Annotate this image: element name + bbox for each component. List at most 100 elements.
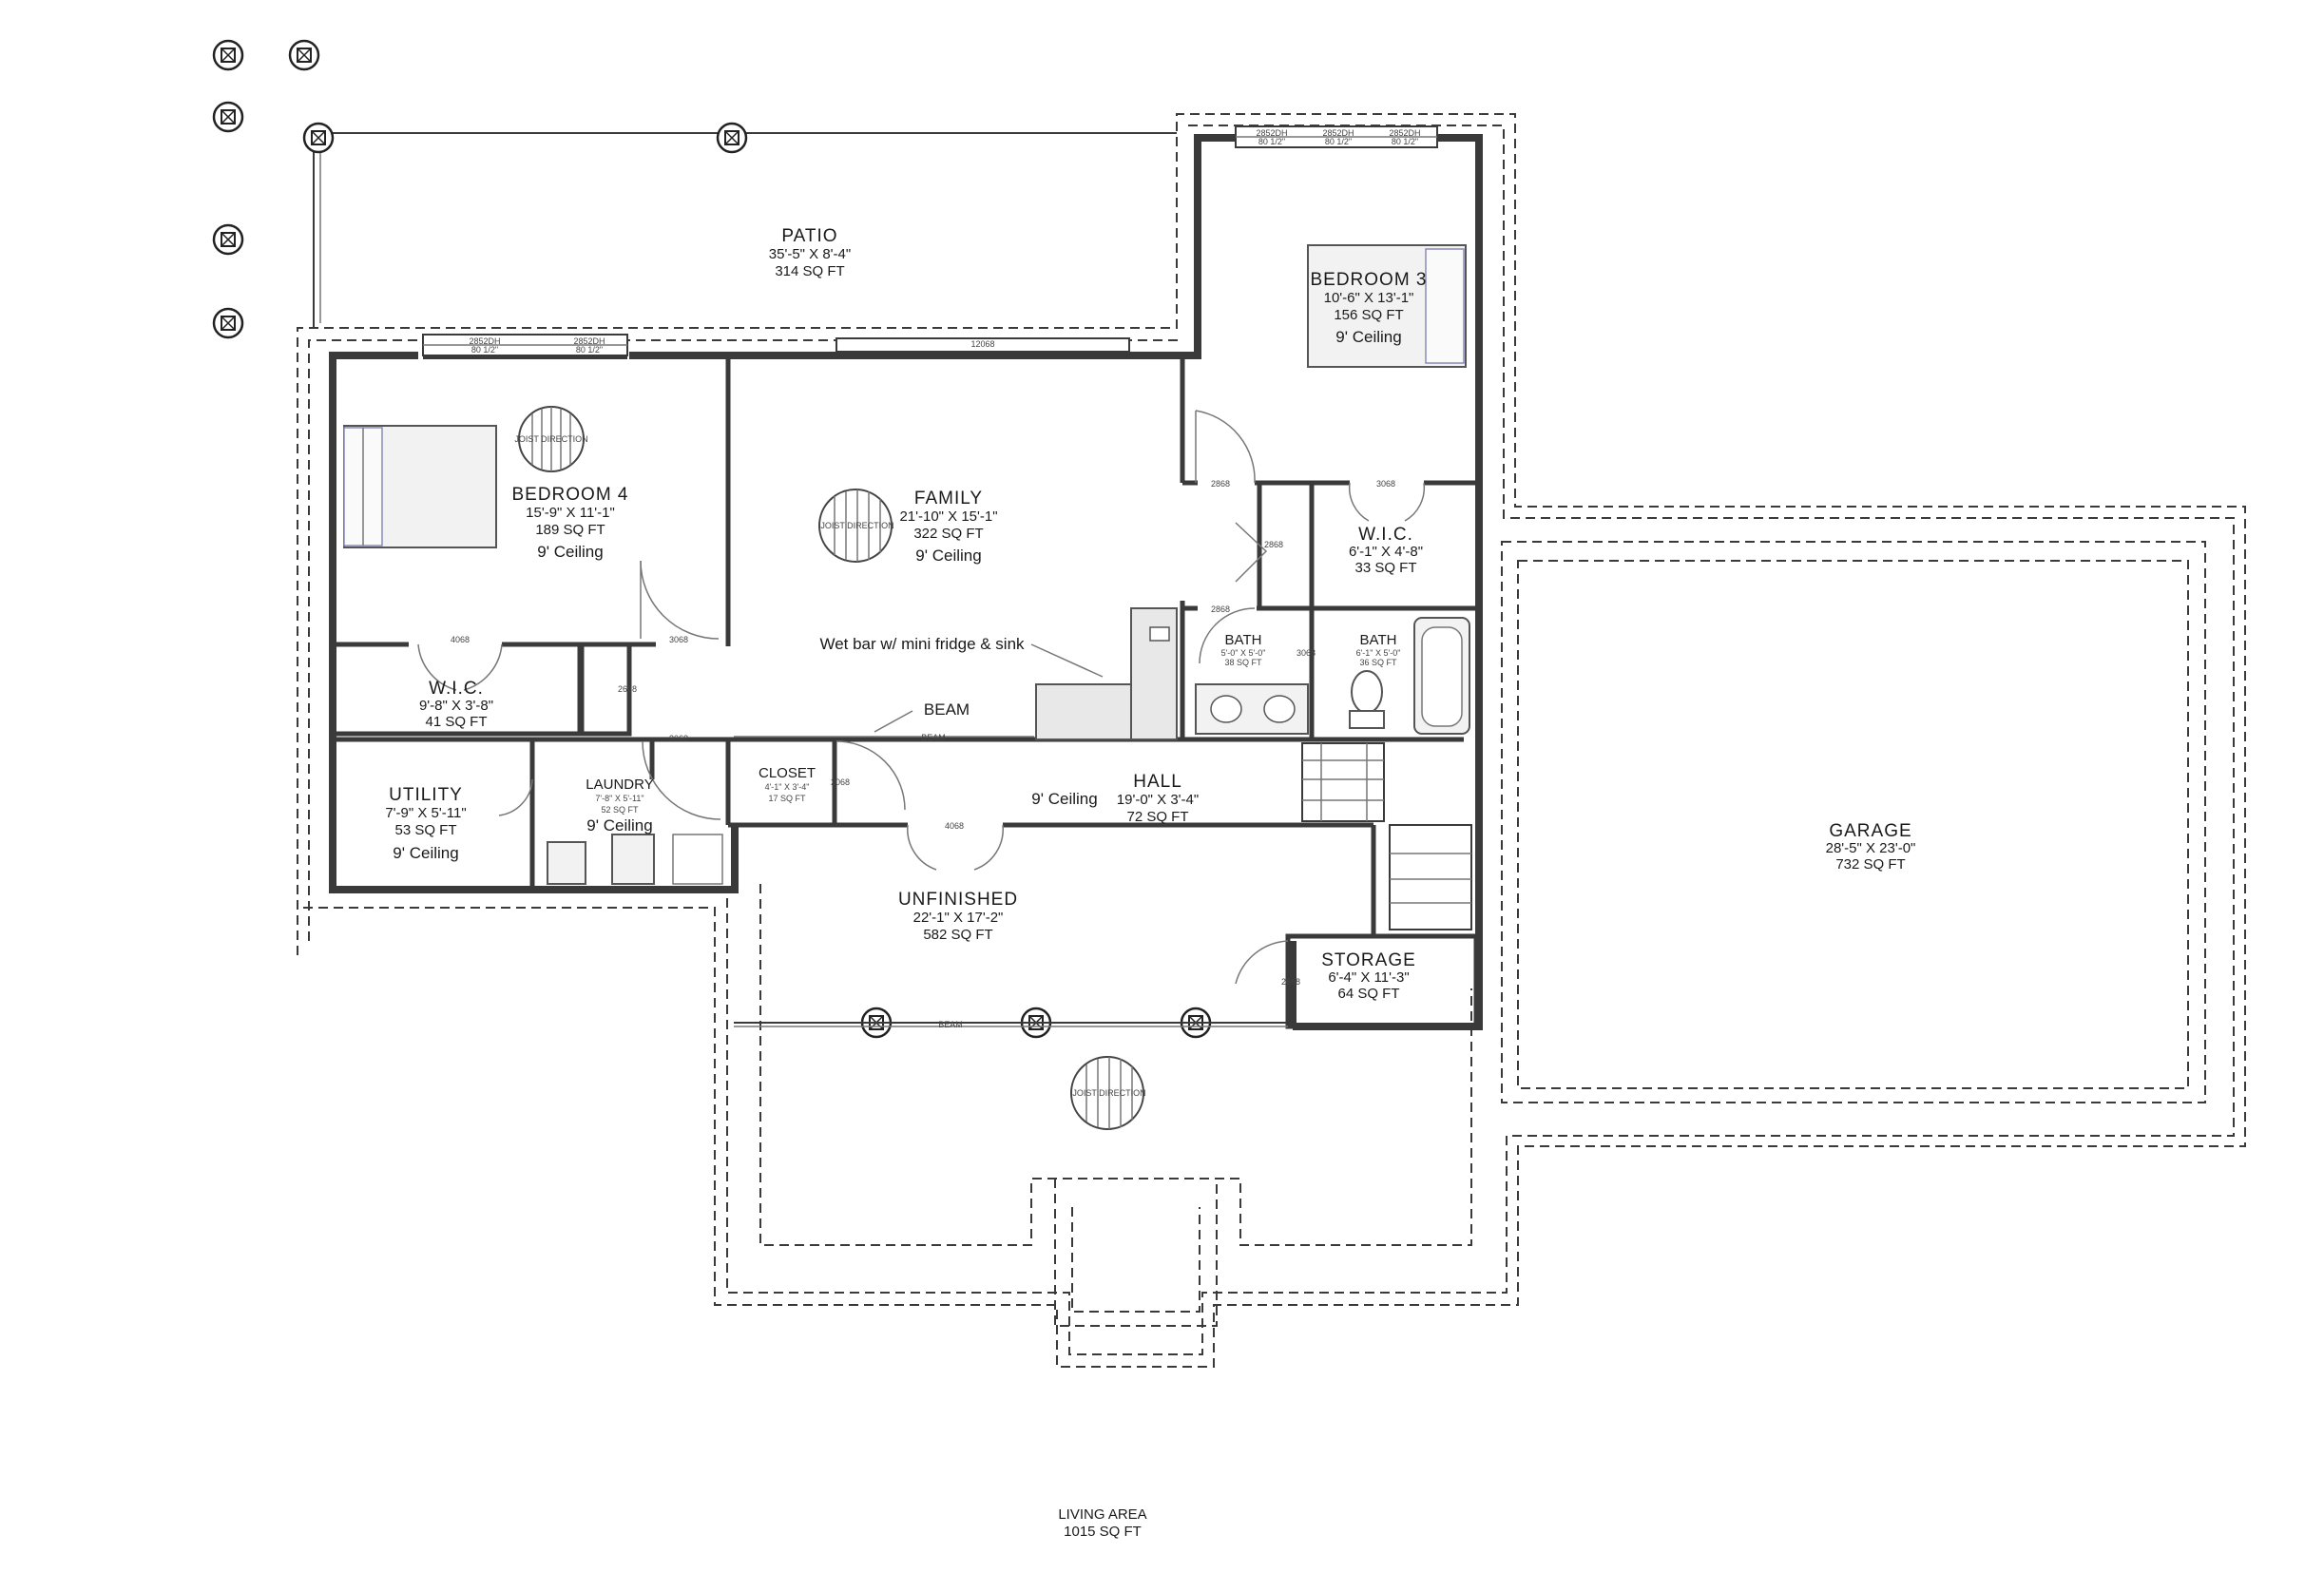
beam-label: BEAM — [924, 700, 970, 719]
room-name: LAUNDRY — [586, 777, 653, 793]
post-marker — [302, 122, 335, 154]
living-area-label: LIVING AREA — [1058, 1506, 1146, 1523]
room-ceiling: 9' Ceiling — [537, 543, 603, 561]
door-label: 2668 — [1281, 977, 1300, 987]
window-label: 80 1/2" — [471, 345, 498, 355]
column-markers — [212, 39, 1212, 1039]
room-area: 322 SQ FT — [913, 526, 983, 542]
window-label: 2852DH — [1256, 128, 1287, 138]
room-hall: HALL 19'-0" X 3'-4" 72 SQ FT 9' Ceiling — [1031, 772, 1199, 825]
room-family: FAMILY 21'-10" X 15'-1" 322 SQ FT 9' Cei… — [899, 489, 997, 565]
door-labels: 3068 3068 3068 2868 2868 4068 4068 2668 … — [451, 479, 1395, 987]
room-name: UNFINISHED — [898, 890, 1018, 910]
room-ceiling: 9' Ceiling — [393, 844, 458, 862]
room-patio: PATIO 35'-5" X 8'-4" 314 SQ FT — [769, 226, 851, 279]
room-name: BEDROOM 4 — [511, 485, 628, 505]
door-label: 3068 — [669, 734, 688, 743]
room-name: CLOSET — [759, 765, 816, 781]
room-dimensions: 6'-1" X 5'-0" — [1356, 648, 1401, 658]
room-dimensions: 10'-6" X 13'-1" — [1324, 290, 1414, 306]
window-label: 80 1/2" — [576, 345, 603, 355]
post-marker — [288, 39, 320, 71]
interior-walls — [336, 355, 1479, 1029]
room-bedroom-3: BEDROOM 3 10'-6" X 13'-1" 156 SQ FT 9' C… — [1310, 270, 1427, 346]
room-wic-right: W.I.C. 6'-1" X 4'-8" 33 SQ FT — [1349, 525, 1423, 576]
room-area: 189 SQ FT — [535, 522, 605, 538]
room-area: 156 SQ FT — [1334, 307, 1403, 323]
room-closet: CLOSET 4'-1" X 3'-4" 17 SQ FT — [759, 765, 816, 803]
room-garage: GARAGE 28'-5" X 23'-0" 732 SQ FT — [1826, 821, 1916, 873]
room-dimensions: 6'-4" X 11'-3" — [1328, 969, 1409, 986]
beams — [734, 710, 1288, 1027]
room-name: GARAGE — [1829, 821, 1911, 841]
room-name: UTILITY — [389, 785, 463, 805]
room-name: PATIO — [781, 226, 837, 246]
room-area: 41 SQ FT — [425, 714, 487, 730]
room-area: 38 SQ FT — [1224, 658, 1262, 667]
room-area: 33 SQ FT — [1354, 560, 1416, 576]
room-area: 582 SQ FT — [923, 927, 992, 943]
door-label: 2668 — [618, 684, 637, 694]
room-ceiling: 9' Ceiling — [915, 547, 981, 565]
fixtures — [343, 244, 1470, 885]
door-label: 3068 — [1296, 648, 1316, 658]
room-dimensions: 15'-9" X 11'-1" — [526, 505, 615, 521]
room-ceiling: 9' Ceiling — [1031, 790, 1097, 808]
room-bath-2: BATH 6'-1" X 5'-0" 36 SQ FT — [1356, 632, 1401, 667]
window-label: 2852DH — [573, 336, 605, 346]
room-dimensions: 7'-8" X 5'-11" — [595, 794, 643, 803]
door-label: 2868 — [1211, 604, 1230, 614]
room-dimensions: 9'-8" X 3'-8" — [419, 698, 493, 714]
room-area: 72 SQ FT — [1126, 809, 1188, 825]
room-utility: UTILITY 7'-9" X 5'-11" 53 SQ FT 9' Ceili… — [385, 785, 466, 862]
room-bedroom-4: BEDROOM 4 15'-9" X 11'-1" 189 SQ FT 9' C… — [511, 485, 628, 561]
beam-label: BEAM — [938, 1020, 963, 1029]
window-label: 80 1/2" — [1258, 137, 1285, 146]
patio — [313, 132, 1177, 328]
door-label: 4068 — [945, 821, 964, 831]
room-name: W.I.C. — [429, 679, 484, 699]
room-area: 314 SQ FT — [775, 263, 844, 279]
room-name: FAMILY — [914, 489, 983, 508]
door-label: 4068 — [451, 635, 470, 644]
room-ceiling: 9' Ceiling — [1335, 328, 1401, 346]
post-marker — [212, 307, 244, 339]
windows: 2852DH 80 1/2" 2852DH 80 1/2" 2852DH 80 … — [422, 125, 1438, 356]
joist-label: JOIST DIRECTION — [514, 434, 587, 444]
room-name: W.I.C. — [1358, 525, 1413, 545]
room-area: 732 SQ FT — [1835, 856, 1905, 873]
door-label: 3068 — [1376, 479, 1395, 489]
room-name: STORAGE — [1321, 950, 1416, 970]
room-dimensions: 6'-1" X 4'-8" — [1349, 544, 1423, 560]
room-area: 36 SQ FT — [1359, 658, 1397, 667]
door-swings — [417, 410, 1426, 985]
joist-label: JOIST DIRECTION — [1072, 1088, 1145, 1098]
room-storage: STORAGE 6'-4" X 11'-3" 64 SQ FT — [1321, 950, 1416, 1002]
window-label: 80 1/2" — [1325, 137, 1352, 146]
room-dimensions: 22'-1" X 17'-2" — [913, 910, 1004, 926]
room-area: 64 SQ FT — [1337, 986, 1399, 1002]
joist-direction-icon — [818, 489, 893, 563]
window-label: 2852DH — [469, 336, 500, 346]
wet-bar-note: Wet bar w/ mini fridge & sink — [819, 635, 1025, 653]
door-label: 2868 — [1211, 479, 1230, 489]
room-dimensions: 4'-1" X 3'-4" — [765, 782, 810, 792]
room-name: BEDROOM 3 — [1310, 270, 1427, 290]
window-label: 2852DH — [1389, 128, 1420, 138]
joist-direction-icon — [518, 406, 585, 472]
room-area: 17 SQ FT — [768, 794, 806, 803]
post-marker — [716, 122, 748, 154]
door-label: 2868 — [1264, 540, 1283, 549]
room-area: 53 SQ FT — [394, 822, 456, 838]
room-ceiling: 9' Ceiling — [586, 816, 652, 834]
room-name: HALL — [1133, 772, 1182, 792]
post-marker — [212, 223, 244, 256]
room-name: BATH — [1360, 632, 1397, 648]
room-unfinished: UNFINISHED 22'-1" X 17'-2" 582 SQ FT — [898, 890, 1018, 943]
room-dimensions: 5'-0" X 5'-0" — [1221, 648, 1266, 658]
room-laundry: LAUNDRY 7'-8" X 5'-11" 52 SQ FT 9' Ceili… — [586, 777, 653, 834]
notes: Wet bar w/ mini fridge & sink BEAM BEAM … — [514, 434, 1145, 1098]
joist-direction-icon — [1070, 1056, 1144, 1130]
post-marker — [212, 39, 244, 71]
